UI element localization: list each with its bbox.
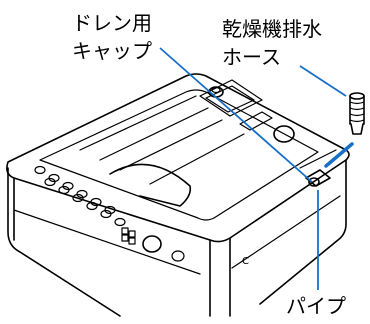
pipe-opening: [308, 177, 320, 187]
lid-ridges: [79, 95, 245, 185]
machine-top-outline: [6, 73, 350, 243]
drain-cap-label-line2: キャップ: [72, 39, 152, 63]
hose-insert-arrow: [324, 142, 354, 168]
machine-left-face: [7, 167, 121, 317]
rear-slot: [239, 111, 273, 131]
rear-dial: [273, 125, 295, 143]
dryer-hose-label-line1: 乾燥機排水: [222, 17, 322, 41]
pipe-outlet: [305, 169, 331, 187]
start-dial: [142, 235, 162, 253]
washing-machine: C: [6, 73, 350, 317]
drain-cap-inner: [211, 86, 221, 94]
lid-recess: [39, 89, 319, 221]
body-mark: C: [242, 256, 249, 267]
hose-leader: [299, 65, 347, 97]
pipe-label: パイプ: [286, 294, 346, 318]
control-display: [121, 227, 136, 245]
dryer-drain-hose: [349, 92, 365, 135]
rear-corner: [299, 149, 337, 169]
dryer-hose-label-line2: ホース: [222, 45, 281, 69]
power-button: [171, 250, 185, 262]
control-buttons: [34, 165, 126, 227]
drain-cap-leader: [159, 47, 313, 183]
machine-right-face: [209, 159, 347, 317]
lid-handle: [109, 163, 192, 207]
machine-skirt: [13, 195, 341, 275]
drain-cap-label-line1: ドレン用: [72, 11, 152, 35]
